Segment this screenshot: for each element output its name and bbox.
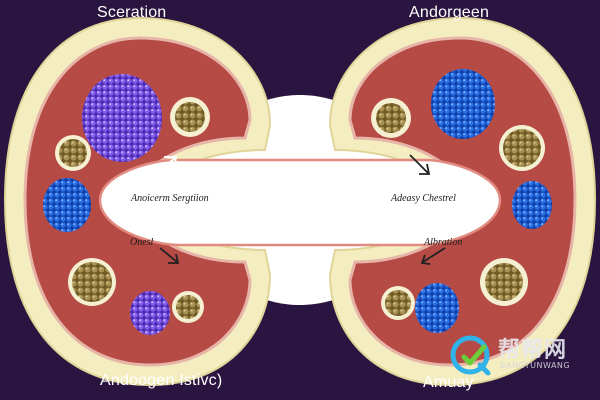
tan-cluster: [385, 290, 411, 316]
blue-cluster: [512, 181, 552, 229]
tan-cluster: [176, 295, 200, 319]
label-top-left: Sceration: [97, 4, 167, 21]
watermark-subtext: BANGYUNWANG: [500, 361, 571, 370]
arrow-icon: [159, 247, 180, 264]
purple-cluster-small: [130, 291, 170, 335]
tan-cluster: [59, 139, 87, 167]
label-bottom-left: Andoogen Istivc): [100, 372, 223, 389]
blue-cluster: [415, 283, 459, 333]
watermark: 帮帮网 BANGYUNWANG: [448, 328, 598, 378]
label-inner-top-left: Anoicerm Sergtiion: [131, 193, 209, 204]
label-inner-bottom-left: Onesl: [130, 237, 154, 248]
tan-cluster: [72, 262, 112, 302]
tan-cluster: [503, 129, 541, 167]
arrow-icon: [420, 247, 446, 265]
arrow-icon: [409, 154, 431, 175]
label-bottom-right: Amuay: [423, 374, 474, 391]
tan-cluster: [485, 263, 523, 301]
blue-cluster: [43, 178, 91, 232]
watermark-text: 帮帮网: [498, 338, 568, 363]
label-top-right: Andorgeen: [409, 4, 490, 21]
purple-cluster-large: [82, 74, 162, 162]
blue-cluster-large: [431, 69, 495, 139]
label-inner-bottom-right: Albration: [424, 237, 463, 248]
watermark-logo: [450, 335, 491, 376]
arrow-icon: [149, 156, 177, 179]
inner-lumen: [98, 158, 502, 247]
tan-cluster: [376, 103, 406, 133]
label-inner-top-right: Adeasy Chestrel: [391, 193, 456, 204]
